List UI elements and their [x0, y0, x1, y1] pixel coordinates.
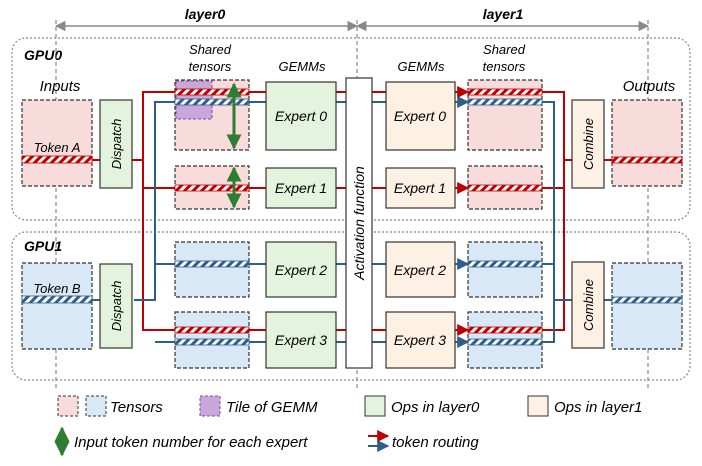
- expert3-layer1: [385, 311, 456, 369]
- shared-tensors-layer1: [467, 79, 543, 369]
- input-tensor-gpu1: [21, 262, 93, 350]
- token-a-row: [21, 155, 93, 164]
- expert0-layer1: [385, 81, 456, 151]
- token-b-row: [21, 295, 93, 304]
- token-b-label: Token B: [33, 281, 81, 296]
- legend-ops-layer1: Ops in layer1: [554, 399, 642, 416]
- gpu1-label: GPU1: [24, 238, 62, 254]
- legend-routing: token routing: [392, 434, 479, 451]
- expert2-layer0-label: Expert 2: [275, 262, 327, 278]
- dispatch-gpu1: [99, 263, 133, 349]
- expert2-layer0: [265, 241, 337, 298]
- legend-swatch-green: [364, 395, 386, 417]
- legend-tile: Tile of GEMM: [226, 399, 318, 416]
- expert3-layer0-label: Expert 3: [275, 332, 327, 348]
- legend-swatch-purple: [199, 395, 221, 417]
- dispatch-gpu0-label: Dispatch: [109, 119, 124, 170]
- shared-tensors-left-label-2: tensors: [189, 59, 232, 74]
- experts-layer0: Expert 0 Expert 1 Expert 2 Expert 3: [265, 81, 337, 369]
- combine-gpu0-label: Combine: [581, 118, 596, 170]
- expert3-layer0: [265, 311, 337, 369]
- expert0-layer0: [265, 81, 337, 151]
- combine-gpu1: [571, 261, 605, 349]
- routing-lines: [122, 86, 612, 348]
- shared-tensors-left-label-1: Shared: [189, 42, 232, 57]
- activation-function-box: [345, 77, 373, 369]
- outputs-label: Outputs: [623, 78, 676, 95]
- legend-swatch-cream: [527, 395, 549, 417]
- legend-token-number: Input token number for each expert: [74, 434, 308, 451]
- expert1-layer0-label: Expert 1: [275, 180, 327, 196]
- expert1-layer1-label: Expert 1: [394, 180, 446, 196]
- expert3-layer1-label: Expert 3: [394, 332, 446, 348]
- gemms-right-label: GEMMs: [398, 59, 445, 74]
- shared-tensors-right-label-2: tensors: [483, 59, 526, 74]
- gemms-left-label: GEMMs: [279, 59, 326, 74]
- expert0-layer0-label: Expert 0: [275, 108, 327, 124]
- combine-gpu0: [571, 99, 605, 189]
- layer-headers: layer0 layer1: [54, 6, 650, 32]
- inputs-label: Inputs: [40, 78, 81, 95]
- expert2-layer1: [385, 241, 456, 298]
- legend-swatch-blue: [85, 395, 107, 417]
- shared-tensors-right-label-1: Shared: [483, 42, 526, 57]
- legend-tensors: Tensors: [110, 399, 163, 416]
- input-tensor-gpu0: [21, 99, 93, 187]
- expert1-layer0: [265, 167, 337, 209]
- legend-swatch-pink: [57, 395, 79, 417]
- gpu0-label: GPU0: [24, 47, 62, 63]
- legend-ops-layer0: Ops in layer0: [391, 399, 480, 416]
- dispatch-gpu0: [99, 99, 133, 189]
- legend: Tensors Tile of GEMM Ops in layer0 Ops i…: [54, 395, 642, 457]
- expert1-layer1: [385, 167, 456, 209]
- dispatch-gpu1-label: Dispatch: [109, 281, 124, 332]
- output-tensor-gpu0: [611, 99, 683, 187]
- expert0-layer1-label: Expert 0: [394, 108, 446, 124]
- token-a-label: Token A: [34, 140, 81, 155]
- expert2-layer1-label: Expert 2: [394, 262, 446, 278]
- combine-gpu1-label: Combine: [581, 279, 596, 331]
- shared-tensors-layer0: [174, 79, 250, 369]
- output-tensor-gpu1: [611, 262, 683, 350]
- layer0-label: layer0: [185, 6, 226, 22]
- activation-function-label: Activation function: [351, 166, 367, 281]
- experts-layer1: Expert 0 Expert 1 Expert 2 Expert 3: [385, 81, 456, 369]
- layer1-label: layer1: [483, 6, 524, 22]
